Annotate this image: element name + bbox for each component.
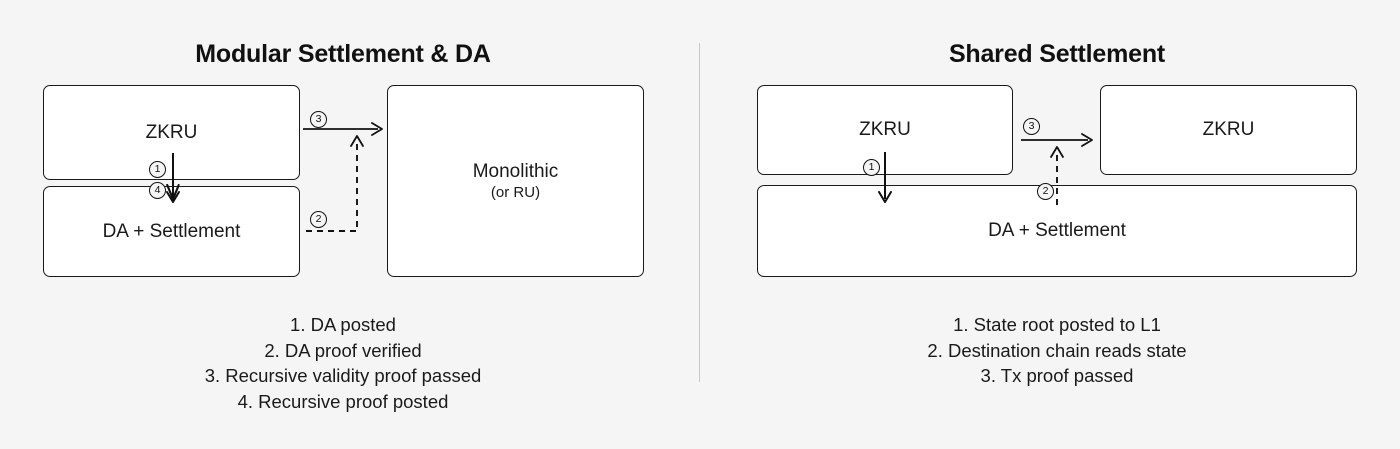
- box-right-zkru-destination-label: ZKRU: [1202, 119, 1255, 141]
- step-badge-right-1: 1: [863, 159, 880, 176]
- legend-left-line-2: 2. DA proof verified: [264, 339, 422, 361]
- box-left-zkru-label: ZKRU: [145, 121, 198, 143]
- box-left-da-settlement: DA + Settlement: [43, 186, 300, 277]
- legend-left: 1. DA posted 2. DA proof verified 3. Rec…: [43, 312, 643, 414]
- box-left-monolithic-sublabel: (or RU): [490, 183, 541, 201]
- step-badge-left-4: 4: [149, 182, 166, 199]
- step-badge-left-3: 3: [310, 111, 327, 128]
- legend-left-line-1: 1. DA posted: [290, 314, 396, 335]
- panel-divider: [699, 43, 700, 382]
- box-right-zkru-destination: ZKRU: [1100, 85, 1357, 175]
- legend-right-line-3: 3. Tx proof passed: [980, 365, 1134, 386]
- legend-right-line-2: 2. Destination chain reads state: [927, 339, 1187, 361]
- box-left-monolithic-label: Monolithic: [472, 161, 559, 183]
- panel-title-right: Shared Settlement: [948, 40, 1166, 68]
- legend-left-line-3: 3. Recursive validity proof passed: [204, 365, 482, 386]
- legend-right-line-1: 1. State root posted to L1: [953, 314, 1161, 335]
- box-left-zkru: ZKRU: [43, 85, 300, 180]
- legend-left-line-4: 4. Recursive proof posted: [237, 390, 449, 412]
- box-right-zkru-source-label: ZKRU: [859, 119, 911, 141]
- box-left-da-settlement-label: DA + Settlement: [102, 220, 241, 242]
- step-badge-left-1: 1: [149, 161, 166, 178]
- box-right-da-settlement-label: DA + Settlement: [988, 220, 1126, 242]
- step-badge-left-2: 2: [310, 211, 327, 228]
- legend-right: 1. State root posted to L1 2. Destinatio…: [757, 312, 1357, 389]
- box-right-zkru-source: ZKRU: [757, 85, 1013, 175]
- box-left-monolithic: Monolithic (or RU): [387, 85, 644, 277]
- box-right-da-settlement: DA + Settlement: [757, 185, 1357, 277]
- panel-title-left: Modular Settlement & DA: [195, 40, 491, 68]
- step-badge-right-3: 3: [1023, 118, 1040, 135]
- step-badge-right-2: 2: [1037, 183, 1054, 200]
